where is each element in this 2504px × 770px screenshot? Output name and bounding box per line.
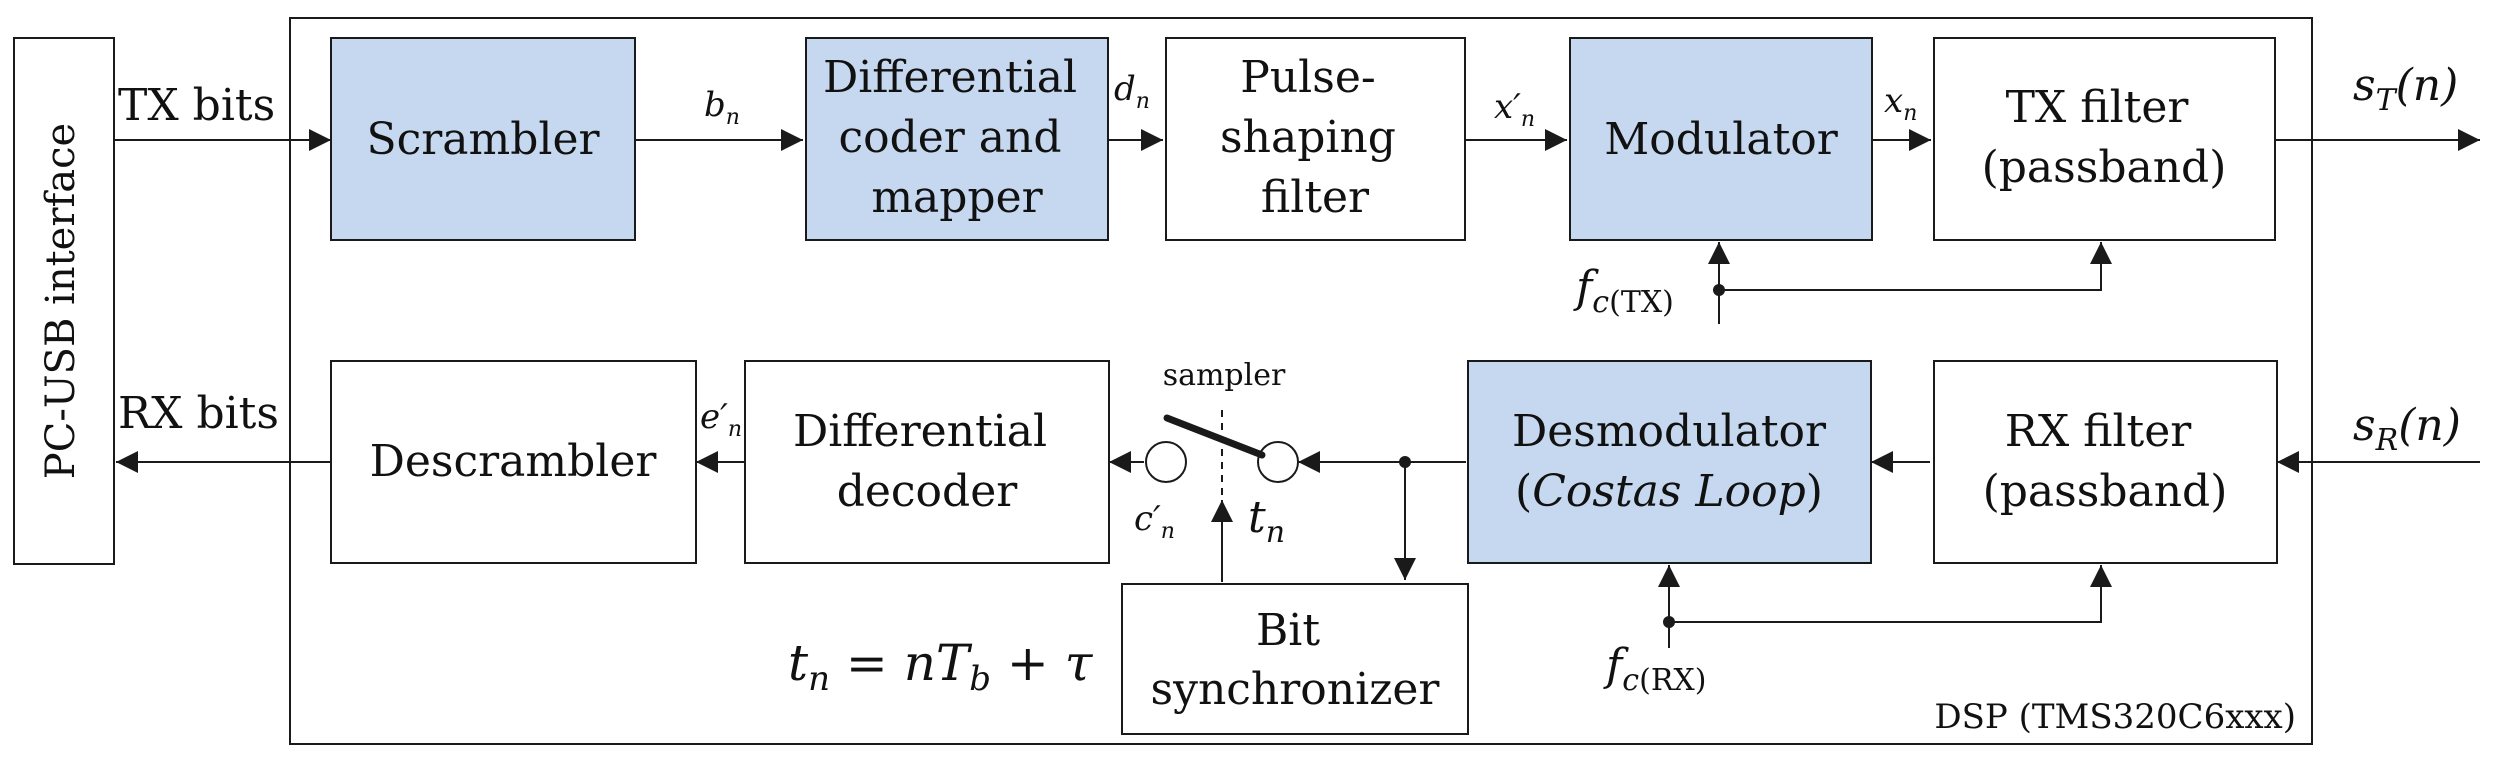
signal-dn: dn — [1114, 69, 1150, 114]
differential-decoder-label: Differential decoder — [793, 406, 1061, 517]
signal-bn: bn — [704, 85, 740, 130]
sync-branch-junction — [1399, 456, 1411, 468]
sampler-input-contact — [1257, 441, 1299, 483]
sampler-label: sampler — [1163, 358, 1286, 393]
demodulator-block — [1467, 360, 1872, 564]
fc-tx-junction — [1713, 284, 1725, 296]
tx-filter-block — [1933, 37, 2276, 241]
pulse-shaping-filter-label: Pulse- shaping filter — [1220, 52, 1410, 223]
demodulator-costas-loop: (Costas Loop) — [1515, 466, 1823, 517]
signal-xpn: x′n — [1494, 87, 1535, 132]
modulator-label: Modulator — [1604, 114, 1839, 165]
tx-filter-label: TX filter (passband) — [1982, 82, 2227, 193]
demodulator-title: Desmodulator — [1512, 406, 1827, 457]
rx-filter-label: RX filter (passband) — [1983, 406, 2228, 517]
sampler-switch-arm — [1163, 414, 1266, 459]
scrambler-block — [330, 37, 636, 241]
fc-tx-wire-branch — [1719, 242, 2112, 291]
rx-bits-label: RX bits — [118, 388, 279, 439]
signal-fc-rx: fc(RX) — [1603, 640, 1706, 698]
signal-en: e′n — [700, 397, 742, 442]
differential-coder-mapper-block — [805, 37, 1109, 241]
pc-usb-interface-block — [13, 37, 115, 565]
differential-decoder-block — [744, 360, 1110, 564]
modulator-block — [1569, 37, 1873, 241]
pc-usb-interface-label: PC-USB interface — [38, 123, 84, 479]
signal-tn: tn — [1248, 492, 1285, 550]
fc-rx-wire-branch — [1669, 565, 2112, 623]
pulse-shaping-filter-block — [1165, 37, 1466, 241]
dsp-label: DSP (TMS320C6xxx) — [1934, 697, 2296, 737]
timing-equation: tn = nTb + τ — [788, 634, 1094, 699]
bit-synchronizer-block — [1121, 583, 1469, 735]
fc-rx-junction — [1663, 616, 1675, 628]
scrambler-label: Scrambler — [366, 114, 600, 165]
signal-fc-tx: fc(TX) — [1573, 262, 1674, 320]
tx-bits-label: TX bits — [118, 80, 275, 131]
descrambler-block — [330, 360, 697, 564]
differential-coder-mapper-label: Differential coder and mapper — [823, 52, 1091, 223]
rx-filter-block — [1933, 360, 2278, 564]
signal-xn: xn — [1884, 81, 1917, 126]
signal-sr: sR(n) — [2353, 400, 2461, 458]
dsp-frame — [289, 17, 2313, 745]
signal-st: sT(n) — [2353, 60, 2458, 118]
signal-cn: c′n — [1134, 499, 1175, 544]
descrambler-label: Descrambler — [370, 436, 658, 487]
bit-synchronizer-label: Bit synchronizer — [1151, 605, 1441, 715]
sampler-output-contact — [1145, 441, 1187, 483]
